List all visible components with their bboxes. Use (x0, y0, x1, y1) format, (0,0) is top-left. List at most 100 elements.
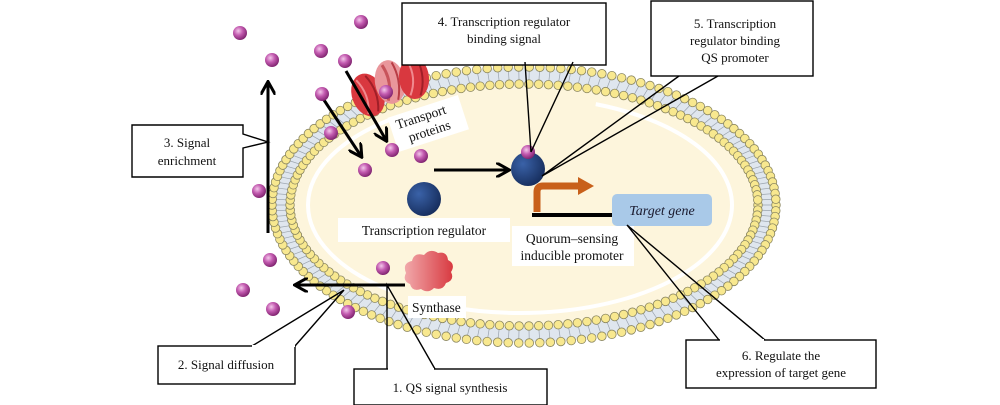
lipid-head (461, 65, 472, 76)
signal-molecule (341, 305, 355, 319)
signal-molecule (354, 15, 368, 29)
inner-cytoplasm-highlight (306, 95, 734, 315)
lipid-head (576, 334, 587, 345)
callout-3-line-1: 3. Signal (164, 135, 211, 150)
lipid-head (514, 338, 524, 348)
lipid-head (716, 114, 727, 124)
signal-molecule (263, 253, 277, 267)
lipid-head (451, 67, 461, 77)
lipid-head (663, 313, 673, 324)
lipid-head (563, 319, 573, 329)
signal-molecule (376, 261, 390, 275)
lipid-head (465, 318, 476, 328)
callout-regulator-binding-promoter (541, 0, 814, 177)
lipid-head (431, 329, 441, 340)
lipid-head (572, 82, 583, 92)
signal-molecule (314, 44, 328, 58)
promoter-arrow-icon (533, 182, 580, 212)
lipid-head (687, 97, 698, 108)
lipid-head (618, 90, 629, 101)
lipid-head (524, 338, 534, 348)
callouts (131, 0, 877, 405)
signal-molecule (414, 149, 428, 163)
callout-regulator-binding-signal (401, 2, 607, 153)
transcription-regulator-bound (511, 152, 545, 186)
lipid-head (503, 338, 513, 348)
lipid-head (494, 320, 505, 331)
callout-4-line-1: 4. Transcription regulator (438, 14, 571, 29)
signal-molecule (266, 302, 280, 316)
lipid-head (591, 85, 602, 95)
lipid-head (321, 114, 332, 124)
lipid-head (485, 80, 495, 90)
lipid-head (636, 305, 646, 315)
callout-signal-enrichment (131, 124, 271, 178)
lipid-head (703, 105, 713, 116)
signal-import-arrow-1 (320, 96, 361, 156)
callout-2-line-1: 2. Signal diffusion (178, 357, 275, 372)
lipid-head (644, 98, 655, 108)
lipid-head (636, 78, 646, 88)
synthase-cloud-icon (404, 250, 453, 292)
signal-molecule (385, 143, 399, 157)
lipid-head (771, 194, 781, 204)
signal-molecule (265, 53, 279, 67)
lipid-head (572, 318, 583, 328)
callout-texts: 3. Signal enrichment 4. Transcription re… (158, 14, 847, 395)
callout-1-line-1: 1. QS signal synthesis (393, 380, 508, 395)
lipid-head (563, 81, 573, 91)
lipid-head (626, 75, 636, 85)
lipid-head (607, 329, 617, 340)
signal-molecule (233, 26, 247, 40)
lipid-head (627, 307, 638, 317)
synthase: Synthase (404, 250, 466, 318)
lipid-head (695, 298, 706, 309)
callout-6-line-2: expression of target gene (716, 365, 846, 380)
lipid-head (543, 320, 554, 331)
regulator-label-text: Transcription regulator (362, 223, 487, 238)
lipid-head (582, 316, 592, 327)
lipid-head (504, 321, 515, 331)
lipid-head (335, 105, 345, 116)
lipid-head (644, 302, 655, 312)
lipid-head (375, 313, 385, 324)
promoter-label-line-1: Quorum–sensing (526, 231, 618, 246)
callout-5-line-3: QS promoter (701, 50, 769, 65)
lipid-head (703, 294, 713, 305)
lipid-head (342, 101, 353, 112)
lipid-head (645, 319, 655, 330)
lipid-head (393, 319, 403, 330)
lipid-head (591, 315, 602, 325)
lipid-head (626, 325, 636, 335)
signal-import-arrow-2 (344, 70, 386, 140)
signal-molecule (324, 126, 338, 140)
callout-5-line-2: regulator binding (690, 33, 780, 48)
lipid-head (441, 69, 451, 79)
lipid-head (597, 331, 607, 341)
callout-5-line-1: 5. Transcription (694, 16, 777, 31)
lipid-head (446, 85, 457, 95)
lipid-head (609, 88, 620, 99)
signal-molecule (358, 163, 372, 177)
lipid-head (315, 119, 325, 129)
lipid-head (663, 86, 673, 97)
signal-molecule (252, 184, 266, 198)
lipid-head (533, 79, 544, 89)
lipid-head (660, 296, 671, 307)
callout-regulate-target-gene (626, 224, 877, 389)
lipid-head (485, 320, 495, 330)
lipid-head (472, 335, 482, 346)
lipid-head (654, 83, 664, 94)
lipid-head (431, 70, 441, 81)
lipid-head (679, 306, 690, 317)
lipid-head (461, 334, 472, 345)
lipid-head (543, 79, 554, 90)
lipid-head (553, 320, 563, 330)
target-gene-label: Target gene (629, 204, 694, 219)
lipid-head (475, 319, 485, 329)
callout-qs-signal-synthesis (353, 282, 548, 405)
callout-4-line-2: binding signal (467, 31, 541, 46)
promoter-arrow-head (578, 177, 594, 195)
transcription-regulator-free (407, 182, 441, 216)
signal-molecule (315, 87, 329, 101)
